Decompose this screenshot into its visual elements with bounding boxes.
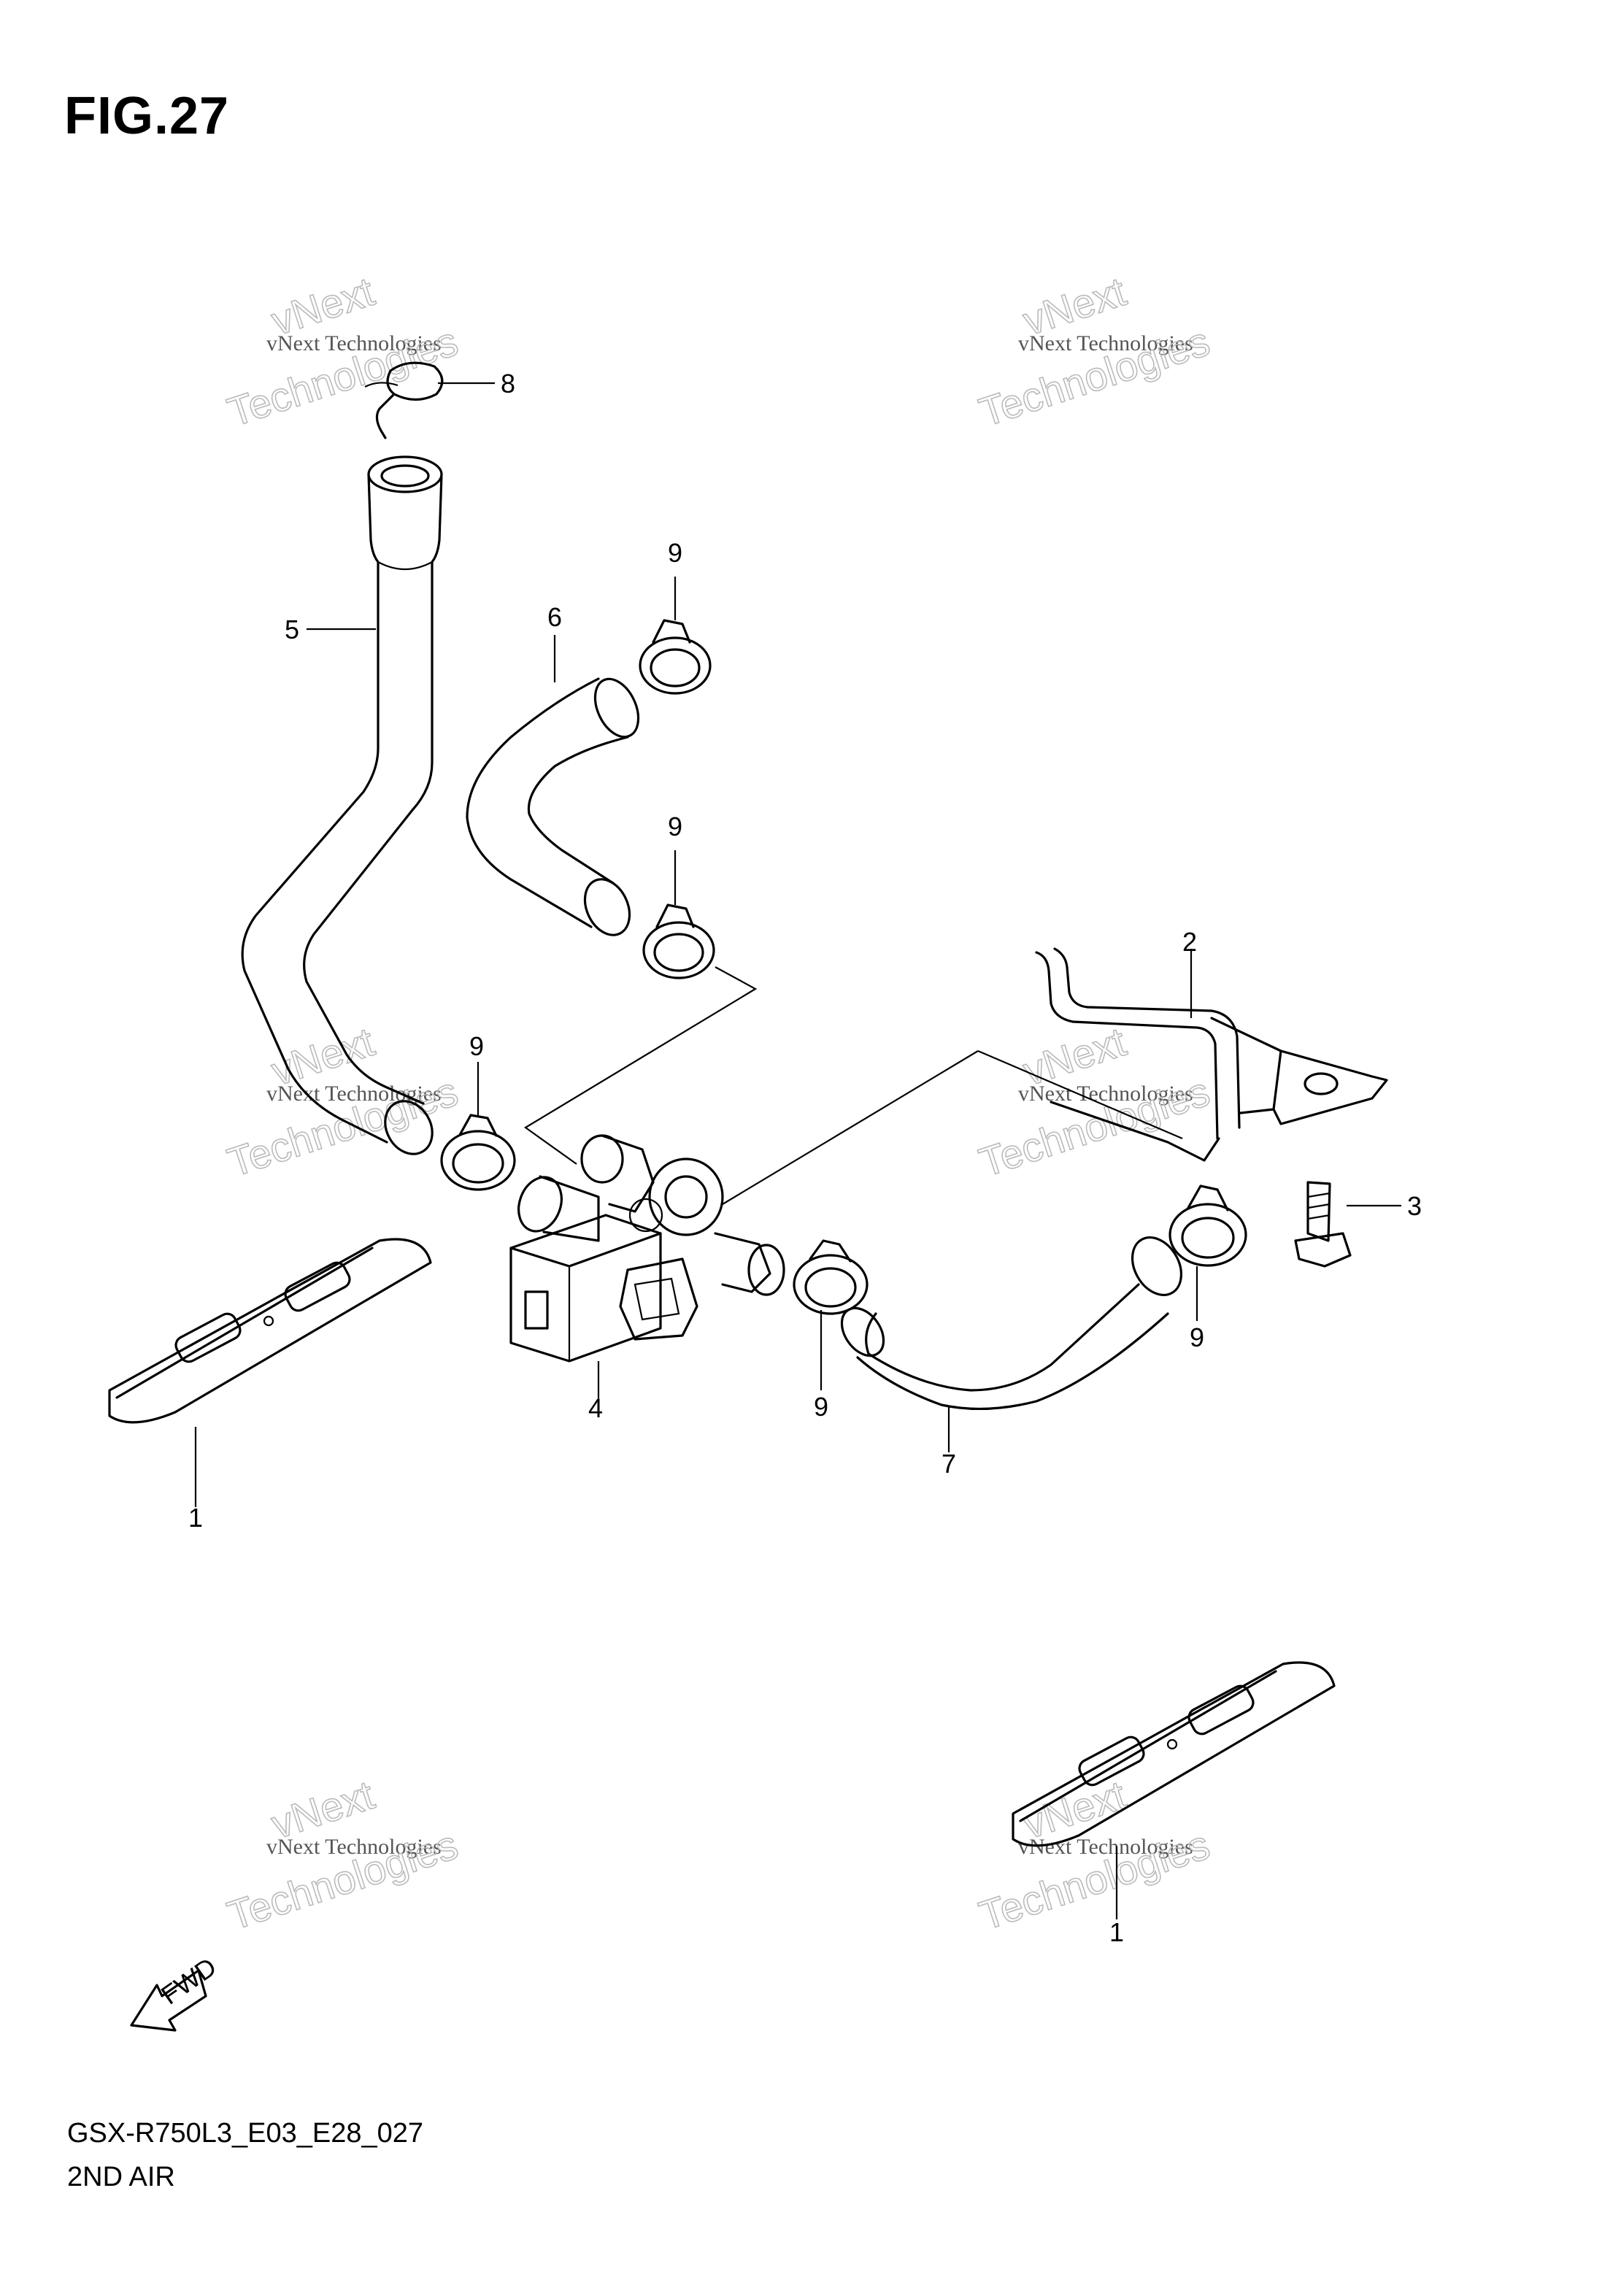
part-9-clamp-d [793,1239,869,1390]
callout-9-e: 9 [1190,1322,1204,1352]
part-2-pipe-bracket [1035,947,1388,1162]
part-7-hose [840,1236,1183,1452]
svg-text:vNext Technologies: vNext Technologies [1018,331,1193,355]
callout-9-d: 9 [814,1392,828,1422]
reference-lines [523,966,1183,1205]
part-9-clamp-b [642,850,715,979]
svg-text:vNext Technologies: vNext Technologies [266,1835,442,1859]
callout-1-lower: 1 [1109,1917,1124,1947]
watermark-mid-right: vNext vNext Technologies Technologies [973,1017,1215,1186]
svg-text:vNext Technologies: vNext Technologies [1018,1835,1193,1859]
callout-8: 8 [501,369,515,398]
part-6-hose [466,635,640,936]
callout-9-b: 9 [668,812,682,841]
watermark-top-left: vNext vNext Technologies Technologies [221,267,463,436]
part-1-pad-upper [108,1238,432,1507]
figure-title: FIG.27 [64,87,230,145]
callout-4: 4 [588,1393,603,1423]
svg-text:vNext Technologies: vNext Technologies [266,331,442,355]
callout-2: 2 [1182,927,1197,957]
part-4-valve [509,1134,785,1409]
part-8-clip [364,361,495,439]
callout-5: 5 [285,615,299,644]
model-code: GSX-R750L3_E03_E28_027 [67,2118,424,2149]
section-name: 2ND AIR [67,2162,175,2192]
callout-1-upper: 1 [188,1503,203,1533]
part-9-clamp-a [639,577,712,695]
callout-7: 7 [942,1449,956,1479]
part-9-clamp-e [1168,1184,1247,1321]
part-3-bolt [1294,1181,1401,1268]
part-9-clamp-c [440,1062,516,1191]
svg-text:FWD: FWD [155,1952,222,2011]
part-1-pad-lower [1012,1661,1336,1919]
watermark-mid-left: vNext vNext Technologies Technologies [221,1017,463,1186]
callout-9-a: 9 [668,538,682,568]
watermark-bottom-left: vNext vNext Technologies Technologies [221,1771,463,1939]
callout-3: 3 [1407,1191,1422,1221]
callout-6: 6 [547,602,562,632]
svg-text:vNext Technologies: vNext Technologies [1018,1082,1193,1106]
watermark-bottom-right: vNext vNext Technologies Technologies [973,1771,1215,1939]
callout-9-c: 9 [469,1031,484,1061]
part-5-hose [241,455,443,1155]
watermark-top-right: vNext vNext Technologies Technologies [973,267,1215,436]
fwd-arrow-icon: FWD [130,1952,222,2032]
